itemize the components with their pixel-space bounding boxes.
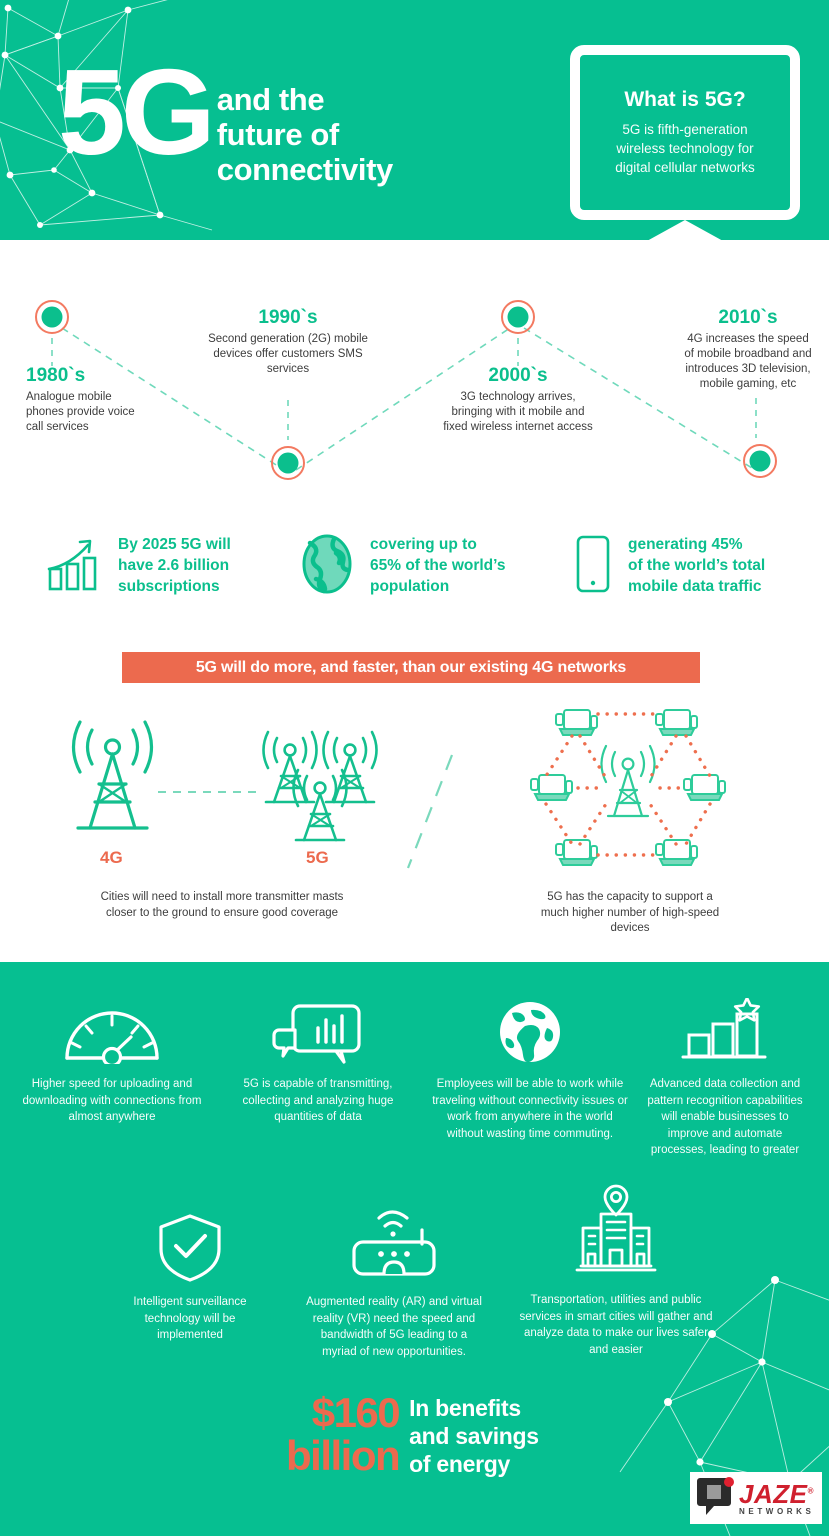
timeline-desc: 3G technology arrives, bringing with it … [443, 390, 593, 434]
benefits-section: Higher speed for uploading and downloadi… [0, 962, 829, 1536]
stat-line1: By 2025 5G will [118, 536, 231, 554]
label-4g: 4G [100, 848, 123, 867]
caption-right-line2: much higher number of high-speed [540, 906, 720, 919]
bar-chart-star-icon [640, 992, 810, 1064]
stat-line2: of the world’s total [628, 557, 766, 575]
timeline-desc: Second generation (2G) mobile devices of… [208, 332, 368, 376]
globe-icon [296, 533, 358, 600]
caption-right-line1: 5G has the capacity to support a [547, 891, 713, 903]
caption-right-line3: devices [610, 922, 650, 935]
jaze-logo-name-text: JAZE [739, 1478, 808, 1509]
jaze-logo-text: JAZE® NETWORKS [739, 1481, 814, 1516]
smartphone-icon [570, 533, 616, 600]
banner-text: 5G will do more, and faster, than our ex… [195, 658, 627, 676]
monitor-body: 5G is fifth-generation wireless technolo… [615, 120, 755, 177]
benefit-text: Higher speed for uploading and downloadi… [22, 1078, 202, 1124]
jaze-logo-name: JAZE® [739, 1481, 814, 1507]
hero-title-group: 5G and the future of connectivity [58, 44, 393, 187]
chat-analytics-icon [228, 992, 408, 1064]
footer-text-line1: In benefits [409, 1395, 521, 1421]
benefit-remote-work: Employees will be able to work while tra… [432, 992, 628, 1142]
footer-figure-text: In benefits and savings of energy [409, 1394, 539, 1478]
footer-figure-line2: billion [286, 1431, 401, 1479]
stat-coverage: covering up to 65% of the world’s popula… [296, 533, 506, 600]
benefit-higher-speed: Higher speed for uploading and downloadi… [22, 992, 202, 1126]
smart-city-icon [518, 1184, 714, 1280]
stat-line3: population [370, 577, 450, 595]
stat-subscriptions: By 2025 5G will have 2.6 billion subscri… [44, 533, 231, 600]
timeline-item-2000s: 2000`s 3G technology arrives, bringing w… [442, 365, 594, 435]
benefit-text: 5G is capable of transmitting, collectin… [242, 1078, 394, 1124]
towers-diagram [71, 709, 726, 869]
monitor-title: What is 5G? [624, 87, 746, 111]
footer-text-line3: of energy [409, 1451, 510, 1478]
stats-section: By 2025 5G will have 2.6 billion subscri… [0, 525, 829, 630]
growth-chart-icon [44, 533, 106, 600]
timeline-desc: Analogue mobile phones provide voice cal… [26, 390, 135, 434]
monitor-callout: What is 5G? 5G is fifth-generation wirel… [570, 45, 800, 240]
hero-5g-text: 5G [58, 44, 216, 180]
registered-mark: ® [807, 1485, 814, 1495]
monitor-body-line1: 5G is fifth-generation [622, 121, 748, 137]
benefit-advanced-data: Advanced data collection and pattern rec… [640, 992, 810, 1159]
timeline-year-label: 1980`s [26, 365, 86, 386]
footer-figure-group: $160 billion In benefits and savings of … [286, 1389, 539, 1479]
timeline-section: 1980`s Analogue mobile phones provide vo… [0, 240, 829, 510]
timeline-connectors [35, 300, 777, 480]
benefit-text: Employees will be able to work while tra… [432, 1078, 628, 1140]
vr-headset-icon [306, 1210, 482, 1282]
benefit-text: Augmented reality (AR) and virtual reali… [306, 1296, 482, 1358]
timeline-item-2010s: 2010`s 4G increases the speed of mobile … [682, 307, 814, 393]
stat-line1: generating 45% [628, 536, 743, 554]
caption-towers-left: Cities will need to install more transmi… [52, 890, 392, 921]
timeline-year-label: 2010`s [718, 307, 778, 328]
footer-figure-amount: $160 billion [286, 1389, 401, 1479]
globe-icon [432, 992, 628, 1064]
hero-subtitle-line2: future of [216, 117, 340, 153]
towers-section: 4G 5G Cities will need to install more t… [0, 700, 829, 950]
speedometer-icon [22, 992, 202, 1064]
benefit-text: Advanced data collection and pattern rec… [647, 1078, 803, 1157]
monitor-screen: What is 5G? 5G is fifth-generation wirel… [570, 45, 800, 220]
timeline-item-1980s: 1980`s Analogue mobile phones provide vo… [26, 365, 146, 435]
benefit-ar-vr: Augmented reality (AR) and virtual reali… [306, 1210, 482, 1360]
hero-subtitle-group: and the future of connectivity [217, 82, 393, 187]
stat-line2: 65% of the world’s [370, 557, 506, 575]
benefit-text: Intelligent surveillance technology will… [133, 1296, 247, 1342]
stat-line2: have 2.6 billion [118, 557, 230, 575]
footer-text-line2: and savings [409, 1423, 539, 1450]
caption-left-line1: Cities will need to install more transmi… [100, 891, 344, 903]
timeline-desc: 4G increases the speed of mobile broadba… [684, 332, 812, 391]
timeline-item-1990s: 1990`s Second generation (2G) mobile dev… [208, 307, 368, 377]
stat-data-traffic: generating 45% of the world’s total mobi… [570, 533, 765, 600]
monitor-body-line3: digital cellular networks [615, 160, 755, 176]
jaze-networks-logo: JAZE® NETWORKS [690, 1472, 822, 1524]
jaze-logo-mark-icon [696, 1475, 736, 1522]
label-5g: 5G [306, 848, 329, 867]
hero-subtitle-line3: connectivity [216, 152, 393, 188]
shield-check-icon [112, 1210, 268, 1282]
benefit-data-analysis: 5G is capable of transmitting, collectin… [228, 992, 408, 1126]
monitor-body-line2: wireless technology for [616, 140, 754, 156]
footer-figure-line1: $160 [311, 1389, 401, 1436]
stat-text: generating 45% of the world’s total mobi… [628, 535, 765, 597]
stat-line1: covering up to [370, 536, 477, 554]
jaze-logo-subtitle: NETWORKS [739, 1506, 815, 1516]
caption-left-line2: closer to the ground to ensure good cove… [105, 906, 339, 919]
benefit-surveillance: Intelligent surveillance technology will… [112, 1210, 268, 1344]
timeline-year-label: 1990`s [258, 307, 318, 328]
hero-subtitle-line1: and the [216, 82, 325, 117]
caption-towers-right: 5G has the capacity to support a much hi… [500, 890, 760, 937]
stat-text: By 2025 5G will have 2.6 billion subscri… [118, 535, 231, 597]
benefit-text: Transportation, utilities and public ser… [519, 1294, 713, 1356]
timeline-year-label: 2000`s [488, 365, 548, 386]
stat-line3: mobile data traffic [628, 577, 762, 595]
stat-text: covering up to 65% of the world’s popula… [370, 535, 506, 597]
benefit-smart-cities: Transportation, utilities and public ser… [518, 1184, 714, 1358]
monitor-stand-icon [627, 220, 743, 240]
highlight-banner: 5G will do more, and faster, than our ex… [122, 652, 700, 683]
header-section: 5G and the future of connectivity What i… [0, 0, 829, 240]
stat-line3: subscriptions [118, 577, 220, 595]
